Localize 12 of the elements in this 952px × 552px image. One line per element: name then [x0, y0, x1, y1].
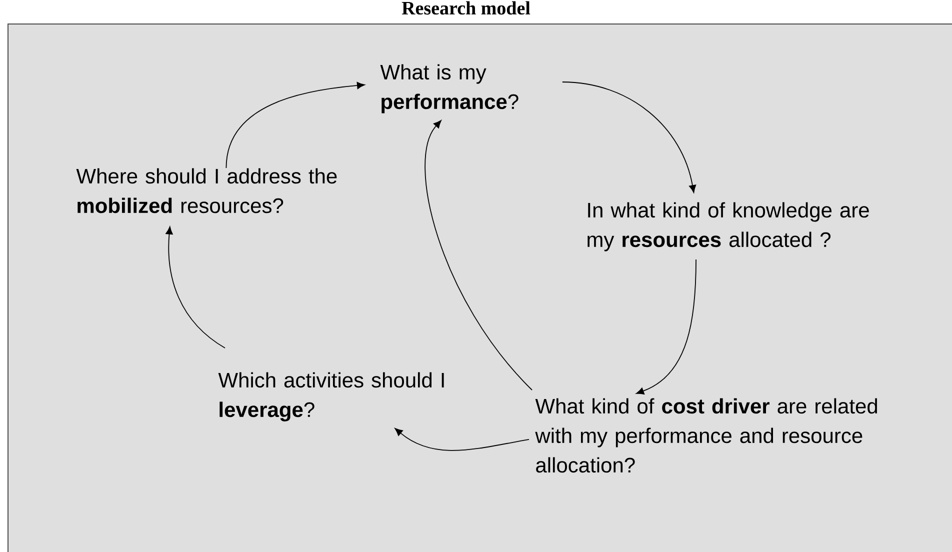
- arrow: [636, 259, 696, 394]
- question-text: Where should I address the mobilized resources?: [76, 168, 337, 214]
- arrow: [394, 428, 530, 451]
- question-text: What kind of cost driver are related with my performance and resource allocation?: [535, 398, 877, 473]
- question-text: In what kind of knowledge are my resources allocated ?: [588, 202, 869, 252]
- question-text: Which activities should I leverage?: [218, 372, 444, 422]
- arrow: [166, 226, 226, 348]
- arrow: [424, 120, 532, 390]
- arrow: [562, 82, 696, 193]
- arrow: [226, 82, 365, 168]
- title: Research model: [402, 1, 530, 15]
- question-text: What is my performance?: [380, 64, 518, 114]
